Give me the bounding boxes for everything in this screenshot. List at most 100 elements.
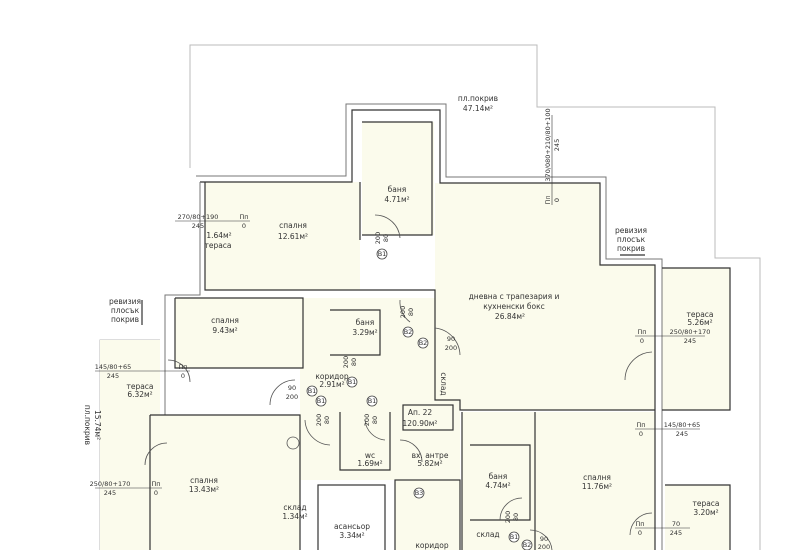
room-area: 11.76м² [582,482,612,491]
room-area: 6.32м² [127,390,152,399]
room-name: баня [356,318,375,327]
sill-label: Пп [637,328,646,336]
door-tag: B1 [317,397,326,405]
door-tag: B2 [404,328,413,336]
room-area: 12.61м² [278,232,308,241]
walls [141,103,731,550]
door-height: 200 [315,414,323,426]
room-area: 1.64м² [206,231,231,240]
room-name: асансьор [334,522,370,531]
door-width: 80 [323,416,331,424]
room-name: тераса [126,382,153,391]
sill-value: 0 [639,430,643,438]
room-area: 2.91м² [319,380,344,389]
room-name: склад [476,530,499,539]
apartment-area: 120.90м² [403,419,438,428]
note-line: покрив [617,244,645,253]
window-size: 145/80+65 [95,363,132,371]
note-line: ревизия [615,226,647,235]
window-tag: 370/080+210/80+100 245 Пп 0 [544,108,561,205]
apartment-number: Ап. 22 [408,408,433,417]
window-height: 245 [670,529,682,537]
window-height: 245 [684,337,696,345]
room-name: спалня [211,316,239,325]
room-area: 9.43м² [212,326,237,335]
door-height: 200 [286,393,298,401]
note-line: ревизия [109,297,141,306]
room-area: 3.20м² [693,508,718,517]
door-height: 200 [504,511,512,523]
room-name: баня [388,185,407,194]
room-name: дневна с трапезария и [469,292,560,301]
door-width: 90 [540,535,548,543]
door-height: 200 [374,232,382,244]
door-width: 80 [371,416,379,424]
door-width: 90 [447,335,455,343]
revision-note-left: ревизия плосък покрив [109,297,141,324]
room-name: коридор [315,372,349,381]
door-width: 80 [407,308,415,316]
note-line: покрив [111,315,139,324]
door-tag: B2 [523,541,532,549]
note-line: плосък [111,306,140,315]
sill-label: Пп [151,480,160,488]
door-width: 80 [512,513,520,521]
window-height: 245 [192,222,204,230]
window-height: 245 [104,489,116,497]
window-size: 145/80+65 [664,421,701,429]
room-name: спалня [190,476,218,485]
room-area: 3.29м² [352,328,377,337]
window-size: 250/80+170 [670,328,711,336]
sill-label: Пп [635,520,644,528]
roof-top-name: пл.покрив [458,94,498,103]
room-area: 4.74м² [485,481,510,490]
room-area: 5.26м² [687,318,712,327]
room-area: 26.84м² [495,312,525,321]
room-name: спалня [583,473,611,482]
door-tag: B1 [378,250,387,258]
sill-value: 0 [242,222,246,230]
room-area: 4.71м² [384,195,409,204]
door-tag: B1 [510,533,519,541]
window-height: 245 [107,372,119,380]
room-name: спалня [279,221,307,230]
door-height: 200 [363,414,371,426]
door-height: 200 [538,543,550,550]
door-height: 200 [399,306,407,318]
room-area: 1.34м² [282,512,307,521]
window-height: 245 [553,139,561,151]
sill-value: 0 [638,529,642,537]
door-swings [144,214,653,550]
room-area: 3.34м² [339,531,364,540]
sill-label: Пп [178,363,187,371]
door-tag: B2 [419,339,428,347]
sill-value: 0 [154,489,158,497]
sill-label: Пп [636,421,645,429]
door-width: 80 [350,358,358,366]
sill-value: 0 [181,372,185,380]
door-tag: B1 [368,397,377,405]
room-name: тераса [692,499,719,508]
room-fills [100,122,730,550]
window-size: 250/80+170 [90,480,131,488]
room-area: 1.69м² [357,459,382,468]
room-labels: баня 4.71м² спалня 12.61м² 1.64м² тераса… [126,185,719,550]
room-name: коридор [415,541,449,550]
room-area: 5.82м² [417,459,442,468]
roof-left-name: пл.покрив [83,405,92,445]
room-name: склад [439,372,448,395]
room-name: тераса [204,241,231,250]
room-name: вх. антре [412,451,449,460]
room-name: wc [365,451,375,460]
note-line: плосък [617,235,646,244]
roof-outline [189,44,761,550]
room-name: кухненски бокс [483,302,545,311]
room-name: тераса [686,310,713,319]
sill-label: Пп [239,213,248,221]
door-width: 90 [288,384,296,392]
room-name: склад [283,503,306,512]
window-height: 245 [676,430,688,438]
